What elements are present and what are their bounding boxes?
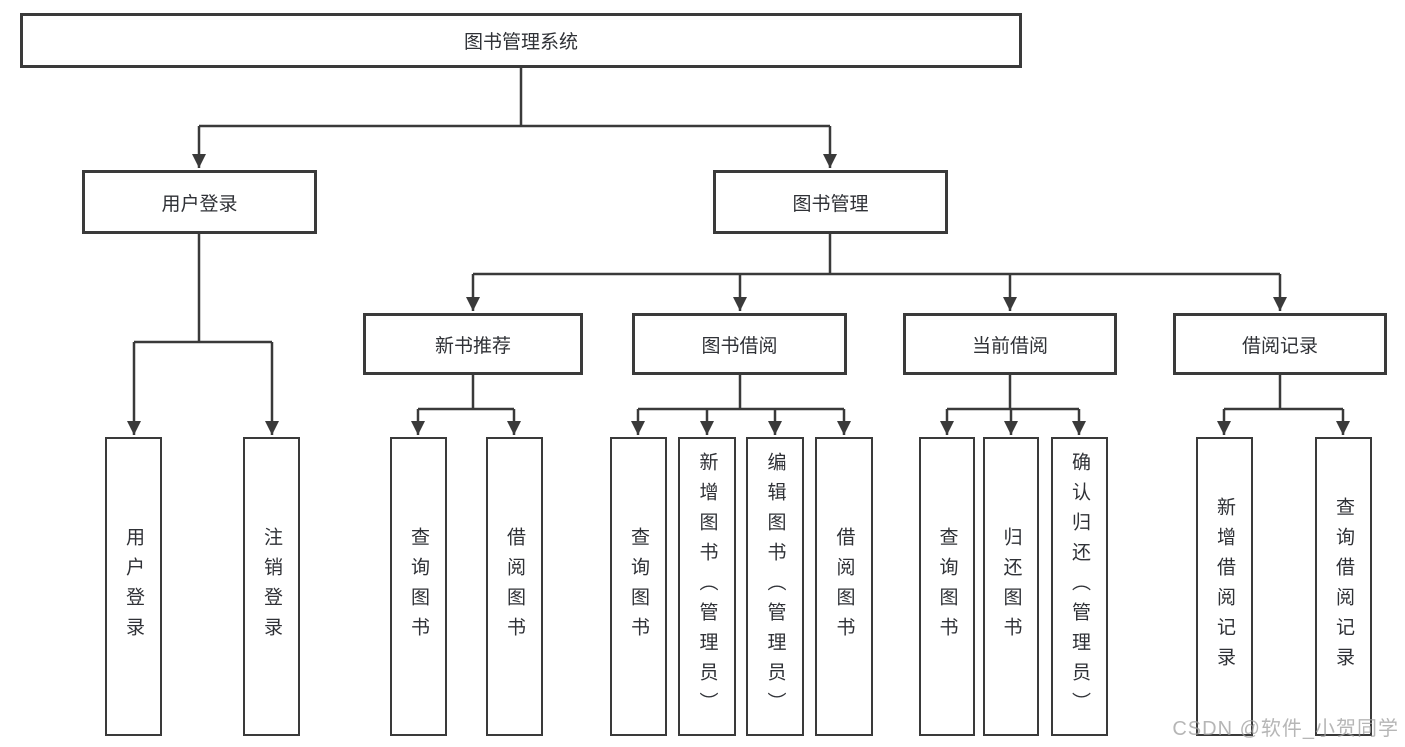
- node-book-mgmt-label: 图书管理: [792, 193, 869, 215]
- node-root: 图书管理系统: [20, 13, 1022, 68]
- leaf-records-add: 新增借阅记录: [1196, 437, 1253, 736]
- leaf-current-return: 归还图书: [983, 437, 1039, 736]
- leaf-newbooks-borrow: 借阅图书: [486, 437, 543, 736]
- node-book-borrow: 图书借阅: [632, 313, 847, 375]
- leaf-borrow-add-admin: 新增图书（管理员）: [678, 437, 736, 736]
- leaf-logout: 注销登录: [243, 437, 300, 736]
- node-new-books: 新书推荐: [363, 313, 583, 375]
- node-root-label: 图书管理系统: [463, 32, 578, 53]
- csdn-watermark: CSDN @软件_小贺同学: [1172, 718, 1399, 740]
- leaf-newbooks-query: 查询图书: [390, 437, 447, 736]
- leaf-borrow-edit-admin: 编辑图书（管理员）: [746, 437, 804, 736]
- node-book-mgmt: 图书管理: [713, 170, 948, 234]
- node-user-login-label: 用户登录: [161, 193, 238, 215]
- node-borrow-records: 借阅记录: [1173, 313, 1387, 375]
- node-user-login: 用户登录: [82, 170, 317, 234]
- leaf-records-query: 查询借阅记录: [1315, 437, 1372, 736]
- leaf-current-query: 查询图书: [919, 437, 975, 736]
- leaf-user-login: 用户登录: [105, 437, 162, 736]
- leaf-borrow-query: 查询图书: [610, 437, 667, 736]
- leaf-current-confirm-admin: 确认归还（管理员）: [1051, 437, 1108, 736]
- node-current-borrow: 当前借阅: [903, 313, 1117, 375]
- leaf-borrow-borrow: 借阅图书: [815, 437, 873, 736]
